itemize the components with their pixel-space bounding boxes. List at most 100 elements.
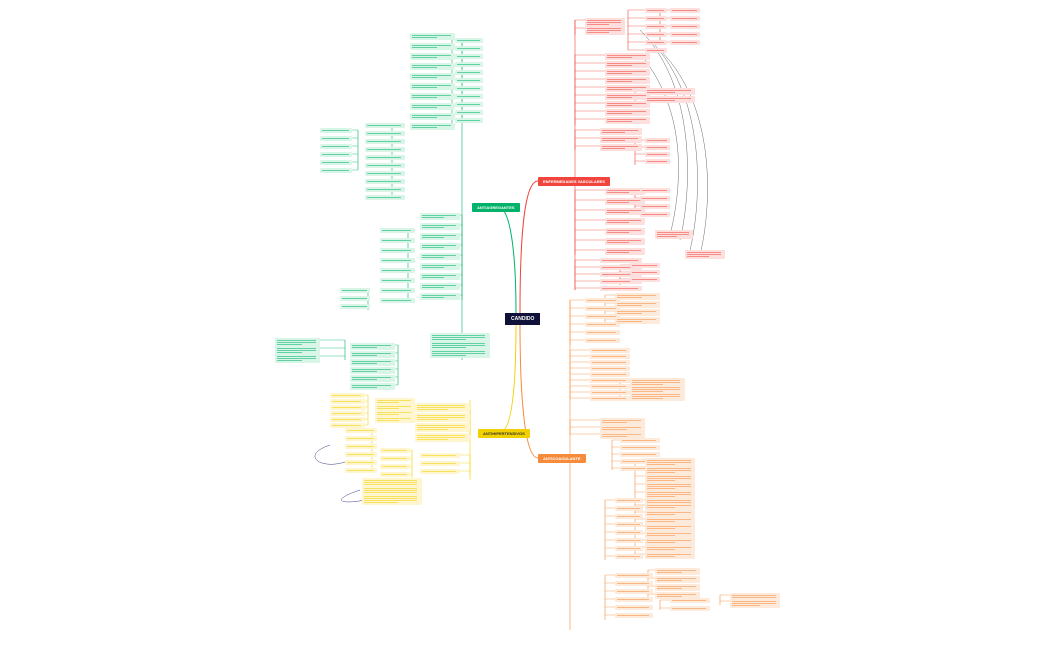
topic-node[interactable] [590,354,630,359]
topic-node[interactable] [620,452,660,457]
topic-node[interactable] [605,198,645,205]
topic-node[interactable] [645,510,695,517]
topic-node[interactable] [670,40,700,45]
topic-node[interactable] [600,432,645,439]
topic-node[interactable] [365,131,405,136]
topic-node[interactable] [350,383,395,390]
topic-node[interactable] [320,152,352,157]
topic-node[interactable] [615,554,643,559]
topic-node[interactable] [630,385,685,394]
topic-node[interactable] [605,208,645,215]
topic-node[interactable] [655,576,700,583]
topic-node[interactable] [615,589,653,594]
topic-node[interactable] [420,273,460,280]
topic-node[interactable] [645,96,695,103]
topic-node[interactable] [365,163,405,168]
topic-node[interactable] [615,293,660,300]
topic-node[interactable] [630,392,685,401]
topic-node[interactable] [415,413,470,422]
topic-node[interactable] [615,530,643,535]
topic-node[interactable] [350,375,395,382]
topic-node[interactable] [380,464,410,469]
topic-node[interactable] [330,411,365,416]
topic-node[interactable] [655,230,693,239]
topic-node[interactable] [585,314,620,319]
topic-node[interactable] [420,213,460,220]
topic-node[interactable] [375,416,415,423]
topic-node[interactable] [645,40,667,45]
topic-node[interactable] [345,436,377,441]
topic-node[interactable] [345,452,377,457]
topic-node[interactable] [600,144,642,151]
topic-node[interactable] [330,399,365,404]
topic-node[interactable] [455,86,483,91]
topic-node[interactable] [615,506,643,511]
topic-node[interactable] [600,136,642,143]
topic-node[interactable] [455,94,483,99]
topic-node[interactable] [645,503,695,510]
topic-node[interactable] [585,330,620,335]
topic-node[interactable] [605,248,645,255]
topic-node[interactable] [380,456,410,461]
topic-node[interactable] [585,306,620,311]
topic-node[interactable] [645,552,695,559]
topic-node[interactable] [330,423,365,428]
topic-node[interactable] [670,24,700,29]
topic-node[interactable] [645,531,695,538]
topic-node[interactable] [615,597,653,602]
topic-node[interactable] [455,118,483,123]
topic-node[interactable] [615,514,643,519]
topic-node[interactable] [605,85,650,92]
topic-node[interactable] [590,384,630,389]
topic-node[interactable] [590,378,630,383]
topic-node[interactable] [645,538,695,545]
topic-node[interactable] [645,490,695,499]
topic-node[interactable] [605,53,650,60]
topic-node[interactable] [365,139,405,144]
topic-node[interactable] [670,8,700,13]
topic-node[interactable] [615,605,653,610]
topic-node[interactable] [620,438,660,443]
topic-node[interactable] [380,278,415,283]
topic-node[interactable] [630,263,660,268]
topic-node[interactable] [430,349,490,358]
topic-node[interactable] [365,171,405,176]
topic-node[interactable] [375,404,415,411]
topic-node[interactable] [645,16,667,21]
topic-node[interactable] [640,188,670,193]
topic-node[interactable] [340,304,370,309]
topic-node[interactable] [615,581,653,586]
topic-node[interactable] [645,48,667,53]
topic-node[interactable] [600,418,645,425]
topic-node[interactable] [640,204,670,209]
topic-node[interactable] [630,270,660,275]
topic-node[interactable] [630,378,685,387]
topic-node[interactable] [410,73,455,80]
topic-node[interactable] [415,403,470,412]
topic-node[interactable] [345,444,377,449]
topic-node[interactable] [275,354,320,363]
topic-node[interactable] [670,598,710,603]
topic-node[interactable] [455,46,483,51]
topic-node[interactable] [615,309,660,316]
topic-node[interactable] [320,136,352,141]
topic-node[interactable] [380,268,415,273]
topic-node[interactable] [730,599,780,608]
topic-node[interactable] [375,410,415,417]
topic-node[interactable] [615,538,643,543]
topic-node[interactable] [645,138,670,143]
topic-node[interactable] [320,144,352,149]
topic-node[interactable] [380,298,415,303]
topic-node[interactable] [615,522,643,527]
topic-node[interactable] [375,398,415,405]
topic-node[interactable] [585,298,620,303]
topic-node[interactable] [590,390,630,395]
central-topic[interactable]: CANDIDO [505,313,541,325]
topic-node[interactable] [420,293,460,300]
topic-node[interactable] [600,265,642,270]
topic-node[interactable] [640,196,670,201]
topic-node[interactable] [600,286,642,291]
topic-node[interactable] [585,18,625,27]
topic-node[interactable] [615,613,653,618]
topic-node[interactable] [645,458,695,467]
